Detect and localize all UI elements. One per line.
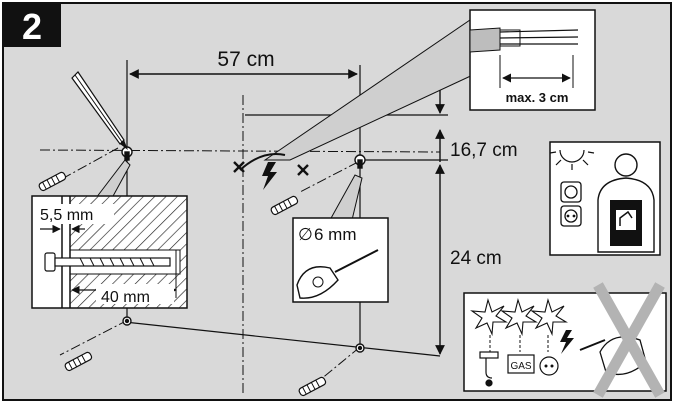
mounting-hole-bottom-left xyxy=(122,316,132,326)
step-badge: 2 xyxy=(3,3,61,47)
pencil-icon xyxy=(71,71,128,150)
vertical-spacing-label: 24 cm xyxy=(450,248,502,269)
plug-section-inset: 5,5 mm 40 mm xyxy=(31,159,188,309)
screw-plug-icons xyxy=(38,171,327,397)
cable-strip-label: max. 3 cm xyxy=(506,90,569,105)
no-drilling-icon xyxy=(593,282,665,398)
switch-icon xyxy=(560,181,582,203)
warning-lightning-icon xyxy=(262,162,277,190)
mounting-holes xyxy=(121,146,366,353)
svg-text:GAS: GAS xyxy=(510,361,531,372)
mounting-hole-top-left xyxy=(121,146,133,161)
mounting-hole-bottom-right xyxy=(355,343,365,353)
hole-spacing-label: 57 cm xyxy=(217,48,274,71)
mounting-hole-top-right xyxy=(354,154,366,169)
plug-offset-label: 5,5 mm xyxy=(40,207,93,224)
screw-plug-icon xyxy=(298,376,327,397)
screw-plug-icon xyxy=(64,351,93,372)
warning-lightning-icon xyxy=(560,330,574,354)
socket-icon xyxy=(560,205,582,227)
person-icon xyxy=(597,153,655,253)
light-icon xyxy=(549,149,595,170)
cable-exit xyxy=(233,153,309,190)
guide-lines xyxy=(39,95,441,395)
plug-depth-label: 40 mm xyxy=(101,289,150,306)
cable-inset: max. 3 cm xyxy=(469,9,596,111)
cable-icon xyxy=(499,29,579,47)
socket-icon xyxy=(539,356,559,376)
no-drilling-panel: GAS xyxy=(463,282,667,398)
diameter-symbol: ∅ xyxy=(298,225,313,244)
drill-inset: ∅ 6 mm xyxy=(292,174,389,303)
top-offset-label: 16,7 cm xyxy=(450,140,518,161)
cross-mark-right xyxy=(297,164,309,176)
drill-diameter-label: 6 mm xyxy=(314,225,357,244)
safety-panel xyxy=(549,141,661,256)
cross-mark-left xyxy=(233,161,245,173)
screw-icon xyxy=(44,252,171,272)
step-number: 2 xyxy=(22,6,42,47)
gas-icon: GAS xyxy=(507,354,535,374)
tap-icon xyxy=(479,351,499,387)
screw-plug-icon xyxy=(270,195,299,216)
drill-icon xyxy=(296,249,379,299)
screw-plug-icon xyxy=(38,171,67,192)
